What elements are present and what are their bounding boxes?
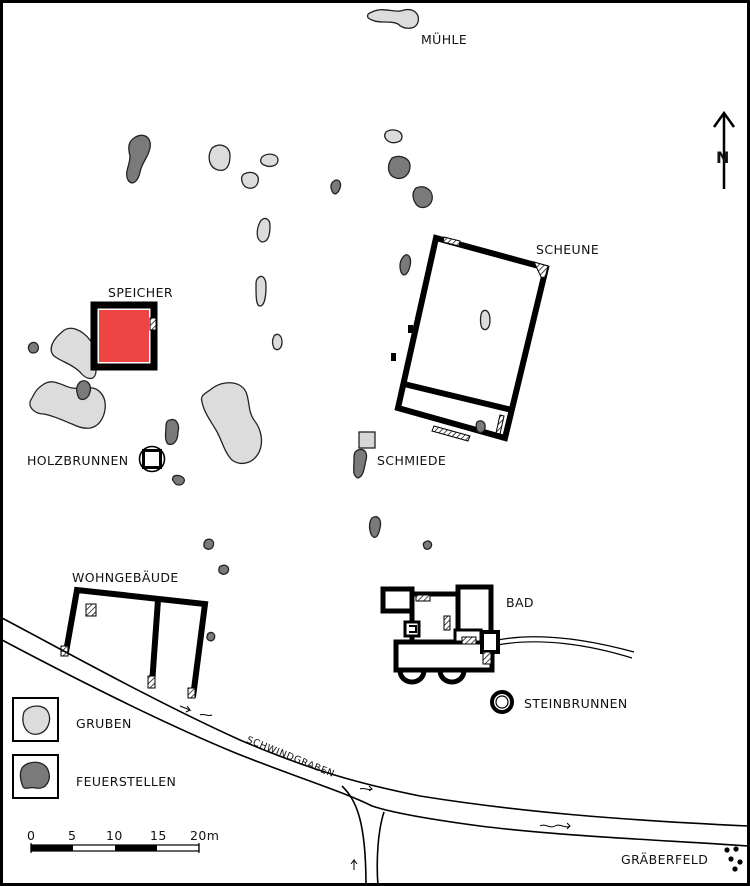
scale-tick-20m: 20m [190,828,219,843]
muehle-pit [366,8,420,29]
hearth [171,474,186,486]
hearth [387,155,411,180]
label-steinbrunnen: STEINBRUNNEN [524,696,628,711]
legend-label-feuerstellen: FEUERSTELLEN [76,774,176,789]
pit [260,153,279,167]
scale-tick-5: 5 [68,828,76,843]
speicher-pit-cluster [50,327,97,380]
pit [240,171,259,189]
scheune-interior-pit [479,309,491,331]
scale-tick-10: 10 [106,828,123,843]
speicher-building [90,301,158,371]
label-wohngebaeude: WOHNGEBÄUDE [72,570,179,585]
legend: GRUBEN FEUERSTELLEN [12,697,176,799]
pit [256,217,271,243]
hearth [422,540,433,550]
label-bad: BAD [506,595,534,610]
pit [271,333,283,351]
hearth [330,179,342,195]
large-pit [200,382,263,465]
scale-bar: 0 5 10 15 20m [27,828,219,853]
schmiede-pit [358,431,376,449]
hearth [412,186,433,209]
label-holzbrunnen: HOLZBRUNNEN [27,453,129,468]
speicher-wall-hatch [149,317,157,331]
speicher-highlight [99,310,149,362]
hearth [164,418,180,446]
label-muehle: MÜHLE [421,31,467,47]
scale-tick-15: 15 [150,828,167,843]
hearth [76,380,92,401]
legend-label-gruben: GRUBEN [76,716,132,731]
hearth [399,254,412,276]
schmiede-hearth [353,448,368,479]
label-speicher: SPEICHER [108,285,173,300]
north-arrow: N [712,110,736,189]
label-graeberfeld: GRÄBERFELD [621,852,708,867]
scheune-post [391,353,396,361]
scheune-building [394,234,550,442]
hearth [27,341,40,354]
bad-building [380,584,500,685]
pit [384,129,403,144]
scale-tick-0: 0 [27,828,35,843]
pit [255,275,267,307]
hearth [125,134,151,184]
pit [208,144,231,172]
scheune-post [408,325,413,333]
holzbrunnen-square [142,449,162,469]
hearth [218,564,230,575]
label-scheune: SCHEUNE [536,242,599,257]
legend-pit-symbol [22,705,51,735]
legend-hearth-symbol [19,761,50,789]
schwindgraben-stream [1,617,749,886]
hearth [206,631,216,642]
bad-drain-channel [497,636,635,653]
north-label: N [716,148,730,167]
hearth [368,516,382,538]
graeberfeld-graves-icon [724,846,743,872]
hearth [203,538,215,550]
label-schmiede: SCHMIEDE [377,453,446,468]
hearth [475,420,486,434]
